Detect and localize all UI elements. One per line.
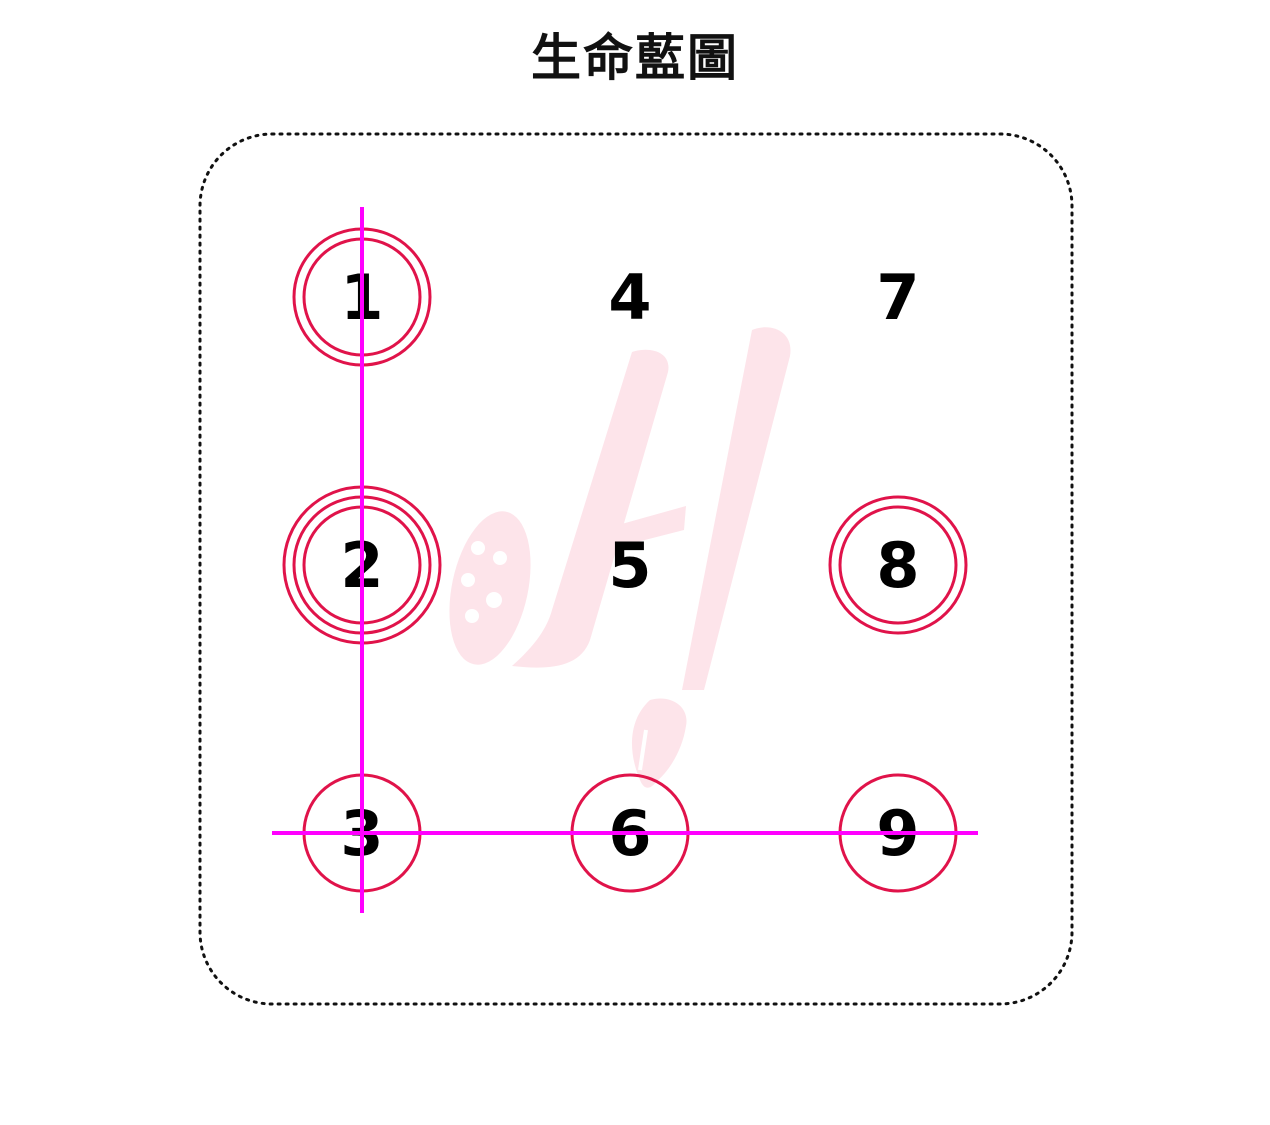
- numbers-layer: 123456789: [340, 261, 919, 870]
- grid-number-5: 5: [608, 529, 651, 602]
- grid-number-7: 7: [876, 261, 919, 334]
- logo-watermark-icon: [449, 327, 791, 788]
- lines-layer: [272, 207, 978, 913]
- ring-8-1: [838, 505, 958, 625]
- grid-number-8: 8: [876, 529, 919, 602]
- ring-8-2: [828, 495, 968, 635]
- grid-number-4: 4: [608, 261, 651, 334]
- page-title: 生命藍圖: [531, 29, 739, 87]
